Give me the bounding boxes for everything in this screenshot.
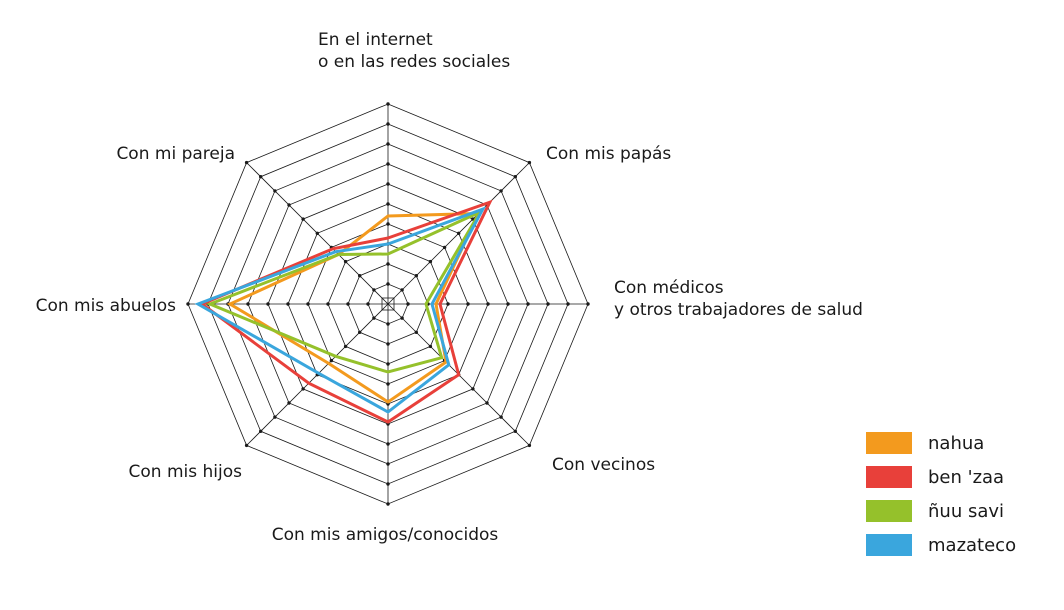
legend-item-ben-zaa: ben 'zaa bbox=[866, 460, 1016, 494]
grid-vertex-dot bbox=[442, 245, 447, 250]
grid-vertex-dot bbox=[386, 282, 390, 286]
series-line-ben-zaa bbox=[198, 199, 493, 424]
grid-vertex-dot bbox=[414, 330, 418, 334]
grid-vertex-dot bbox=[400, 316, 404, 320]
grid-vertex-dot bbox=[343, 259, 348, 264]
grid-vertex-dot bbox=[287, 203, 291, 207]
grid-vertex-dot bbox=[259, 175, 263, 179]
axis-label: Con mis hijos bbox=[129, 462, 243, 482]
grid-vertex-dot bbox=[358, 330, 362, 334]
grid-vertex-dot bbox=[386, 322, 390, 326]
grid-vertex-dot bbox=[386, 262, 390, 266]
grid-vertex-dot bbox=[273, 189, 277, 193]
grid-vertex-dot bbox=[386, 202, 390, 206]
grid-vertex-dot bbox=[346, 302, 350, 306]
grid-vertex-dot bbox=[259, 429, 263, 433]
axis-label: Con mis abuelos bbox=[36, 296, 177, 316]
grid-vertex-dot bbox=[366, 302, 370, 306]
axis-label: Con mi pareja bbox=[116, 144, 235, 164]
grid-vertex-dot bbox=[266, 302, 270, 306]
grid-vertex-dot bbox=[244, 443, 249, 448]
legend-swatch bbox=[866, 432, 912, 454]
grid-vertex-dot bbox=[306, 302, 310, 306]
grid-vertex-dot bbox=[301, 387, 305, 391]
grid-vertex-dot bbox=[586, 302, 590, 306]
grid-vertex-dot bbox=[499, 415, 503, 419]
grid-vertex-dot bbox=[486, 302, 490, 306]
grid-vertex-dot bbox=[386, 482, 390, 486]
axis-label: Con mis amigos/conocidos bbox=[272, 525, 499, 545]
grid-vertex-dot bbox=[526, 302, 530, 306]
grid-vertex-dot bbox=[301, 217, 305, 221]
grid-vertex-dot bbox=[428, 259, 433, 264]
grid-vertex-dot bbox=[273, 415, 277, 419]
grid-vertex-dot bbox=[286, 302, 290, 306]
grid-vertex-dot bbox=[400, 288, 404, 292]
grid-vertex-dot bbox=[326, 302, 330, 306]
grid-vertex-dot bbox=[329, 358, 334, 363]
legend-label: ñuu savi bbox=[928, 500, 1005, 522]
grid-vertex-dot bbox=[372, 316, 376, 320]
grid-vertex-dot bbox=[386, 142, 390, 146]
grid-vertex-dot bbox=[506, 302, 510, 306]
grid-vertex-dot bbox=[457, 231, 461, 235]
grid-vertex-dot bbox=[513, 175, 517, 179]
grid-vertex-dot bbox=[386, 442, 390, 446]
axis-label: Con vecinos bbox=[552, 455, 655, 475]
legend-label: nahua bbox=[928, 432, 985, 454]
legend-swatch bbox=[866, 500, 912, 522]
grid-vertex-dot bbox=[386, 502, 390, 506]
grid-vertex-dot bbox=[446, 302, 450, 306]
grid-vertex-dot bbox=[386, 162, 390, 166]
legend-item-nahua: nahua bbox=[866, 426, 1016, 460]
grid-center-mark bbox=[381, 297, 395, 311]
grid-vertex-dot bbox=[414, 274, 418, 278]
grid-vertex-dot bbox=[428, 344, 433, 349]
legend-item-mazateco: mazateco bbox=[866, 528, 1016, 562]
grid-vertex-dot bbox=[246, 302, 250, 306]
grid-vertex-dot bbox=[513, 429, 517, 433]
grid-vertex-dot bbox=[244, 160, 249, 165]
grid-vertex-dot bbox=[186, 302, 190, 306]
legend-swatch bbox=[866, 534, 912, 556]
legend-label: ben 'zaa bbox=[928, 466, 1005, 488]
legend-swatch bbox=[866, 466, 912, 488]
grid-vertex-dot bbox=[386, 362, 390, 366]
grid-vertex-dot bbox=[386, 222, 390, 226]
legend-item-nuu-savi: ñuu savi bbox=[866, 494, 1016, 528]
grid-vertex-dot bbox=[386, 382, 390, 386]
legend: nahua ben 'zaa ñuu savi mazateco bbox=[866, 426, 1016, 562]
grid-vertex-dot bbox=[499, 189, 503, 193]
grid-vertex-dot bbox=[527, 160, 532, 165]
grid-vertex-dot bbox=[386, 342, 390, 346]
grid-vertex-dot bbox=[343, 344, 348, 349]
legend-label: mazateco bbox=[928, 534, 1017, 556]
grid-vertex-dot bbox=[485, 401, 489, 405]
series-line-mazateco bbox=[194, 206, 486, 414]
grid-vertex-dot bbox=[386, 102, 390, 106]
grid-vertex-dot bbox=[315, 231, 319, 235]
grid-vertex-dot bbox=[546, 302, 550, 306]
grid-vertex-dot bbox=[386, 462, 390, 466]
grid-vertex-dot bbox=[466, 302, 470, 306]
series-line--uu-savi bbox=[205, 208, 484, 374]
grid-vertex-dot bbox=[527, 443, 532, 448]
grid-vertex-dot bbox=[358, 274, 362, 278]
radar-series bbox=[194, 199, 493, 424]
grid-vertex-dot bbox=[372, 288, 376, 292]
grid-vertex-dot bbox=[471, 387, 475, 391]
grid-vertex-dot bbox=[386, 182, 390, 186]
axis-label: Con mis papás bbox=[546, 144, 671, 164]
grid-vertex-dot bbox=[386, 122, 390, 126]
grid-vertex-dot bbox=[566, 302, 570, 306]
grid-vertex-dot bbox=[406, 302, 410, 306]
grid-vertex-dot bbox=[287, 401, 291, 405]
radar-grid bbox=[186, 102, 590, 506]
